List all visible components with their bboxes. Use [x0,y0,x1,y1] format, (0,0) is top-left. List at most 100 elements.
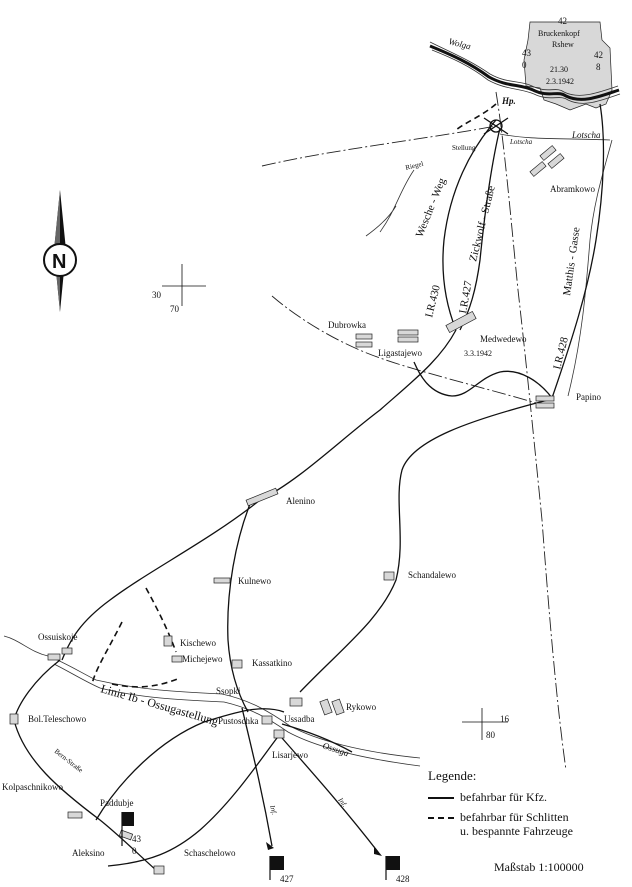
legend: Legende: befahrbar für Kfz. befahrbar fü… [428,768,628,844]
road-alenino-kulnewo [227,503,251,713]
label-bern-strasse: Bern-Straße [53,747,85,774]
label-ir427: I.R.427 [457,279,475,314]
road-papino-link [413,361,553,399]
city-number-3: 0 [522,60,527,70]
road-matthis [551,103,605,399]
village-lisarjewo: Lisarjewo [272,750,308,760]
legend-title: Legende: [428,768,477,783]
dashed-kischewo [145,587,177,653]
wolga-river-bank [431,49,621,104]
village-paddubje: Paddubje [100,798,134,808]
village-pustoschka: Pustoschka [218,716,259,726]
village-rykowo: Rykowo [346,702,377,712]
city-number-2: 43 [522,48,532,58]
river-label-lotscha: Lotscha [571,130,601,140]
label-zickwolf-strasse: Zickwolf - Straße [467,184,497,262]
city-label-bruckenkopf: Bruckenkopf [538,29,580,38]
village-ossuiskoje: Ossuiskoje [38,632,78,642]
city-number-1: 42 [558,16,567,26]
legend-row-dashed: befahrbar für Schlitten u. bespannte Fah… [428,810,628,838]
dashed-north [91,621,123,685]
road-lisarjewo-east [281,723,353,753]
legend-dashed-line-icon [428,817,454,819]
city-time: 21.30 [550,65,568,74]
dashed-michejewo [111,677,181,688]
road-zickwolf [459,127,501,331]
flag-markers [121,812,400,880]
city-number-5: 8 [596,62,601,72]
dashed-hp [455,103,497,131]
village-aleksino: Aleksino [72,848,105,858]
road-papino-schandalewo [299,399,549,693]
ossuga-river-bank [53,663,421,767]
village-alenino: Alenino [286,496,315,506]
legend-dashed-label-2: u. bespannte Fahrzeuge [460,824,573,838]
grid-label-70: 70 [170,304,180,314]
river-west-creeks [365,169,415,237]
roads-dashed [91,103,497,688]
rivers [3,41,621,767]
compass-letter: N [52,251,66,273]
legend-dashed-label-1: befahrbar für Schlitten [460,810,569,824]
village-blocks [9,145,565,875]
road-alenino-ossuiskoje [61,499,261,661]
village-bol-teleschowo: Bol.Teleschowo [28,714,87,724]
village-kulnewo: Kulnewo [238,576,271,586]
village-ussadba: Ussadba [284,714,315,724]
road-pustoschka-aleksino [107,733,281,867]
village-ssopki: Ssopki [216,686,241,696]
label-inf-1: Inf. [268,803,279,816]
village-kolpaschnikowo: Kolpaschnikowo [2,782,63,792]
road-ossuiskoje-west [13,659,157,871]
village-michejewo: Michejewo [182,654,223,664]
junction-hp [483,117,509,135]
flag-label-428: 428 [396,874,410,884]
north-arrow-icon: N [43,190,77,312]
railway-main [495,91,567,771]
city-label-rshew: Rshew [552,40,574,49]
road-medwedewo-alenino [259,329,457,501]
label-inf-2: Inf. [336,796,349,809]
village-dubrowka: Dubrowka [328,320,366,330]
grid-label-80: 80 [486,730,496,740]
legend-row-solid: befahrbar für Kfz. [428,790,628,804]
label-hp: Hp. [501,96,516,106]
railway-west [261,125,497,167]
flag-428-icon [385,856,400,880]
label-stellung: Stellung [452,144,476,152]
legend-solid-line-icon [428,797,454,799]
road-wesche-weg [442,119,497,331]
flag-427-icon [269,856,284,880]
marker-0: 0 [132,846,137,856]
village-kassatkino: Kassatkino [252,658,292,668]
label-linie-ib-ossugastellung: Linie Ib - Ossugastellung [99,681,220,728]
label-riegel: Riegel [405,160,425,172]
label-ir430: I.R.430 [423,283,443,318]
label-ir428: I.R.428 [551,335,571,370]
roads-solid [13,103,605,871]
flag-43-icon [121,812,134,846]
village-schaschelowo: Schaschelowo [184,848,236,858]
lotscha-river [499,133,611,141]
flag-label-427: 427 [280,874,294,884]
river-label-ossuga: Ossuga [321,740,350,758]
scale-label: Maßstab 1:100000 [494,860,584,874]
village-papino: Papino [576,392,602,402]
village-kischewo: Kischewo [180,638,216,648]
river-label-wolga: Wolga [448,36,473,51]
railways [261,91,567,771]
label-matthis-gasse: Matthis - Gasse [561,226,583,296]
railway-medwedewo [271,295,541,405]
village-abramkowo: Abramkowo [550,184,595,194]
rshew-city-area [523,21,613,111]
grid-label-16: 16 [500,714,510,724]
village-medwedewo-date: 3.3.1942 [464,349,492,358]
village-medwedewo: Medwedewo [480,334,527,344]
grid-crosses [162,264,508,740]
city-date: 2.3.1942 [546,77,574,86]
wolga-river [429,41,619,96]
road-ssopki-427 [241,707,273,847]
village-schandalewo: Schandalewo [408,570,456,580]
village-ligastajewo: Ligastajewo [378,348,422,358]
